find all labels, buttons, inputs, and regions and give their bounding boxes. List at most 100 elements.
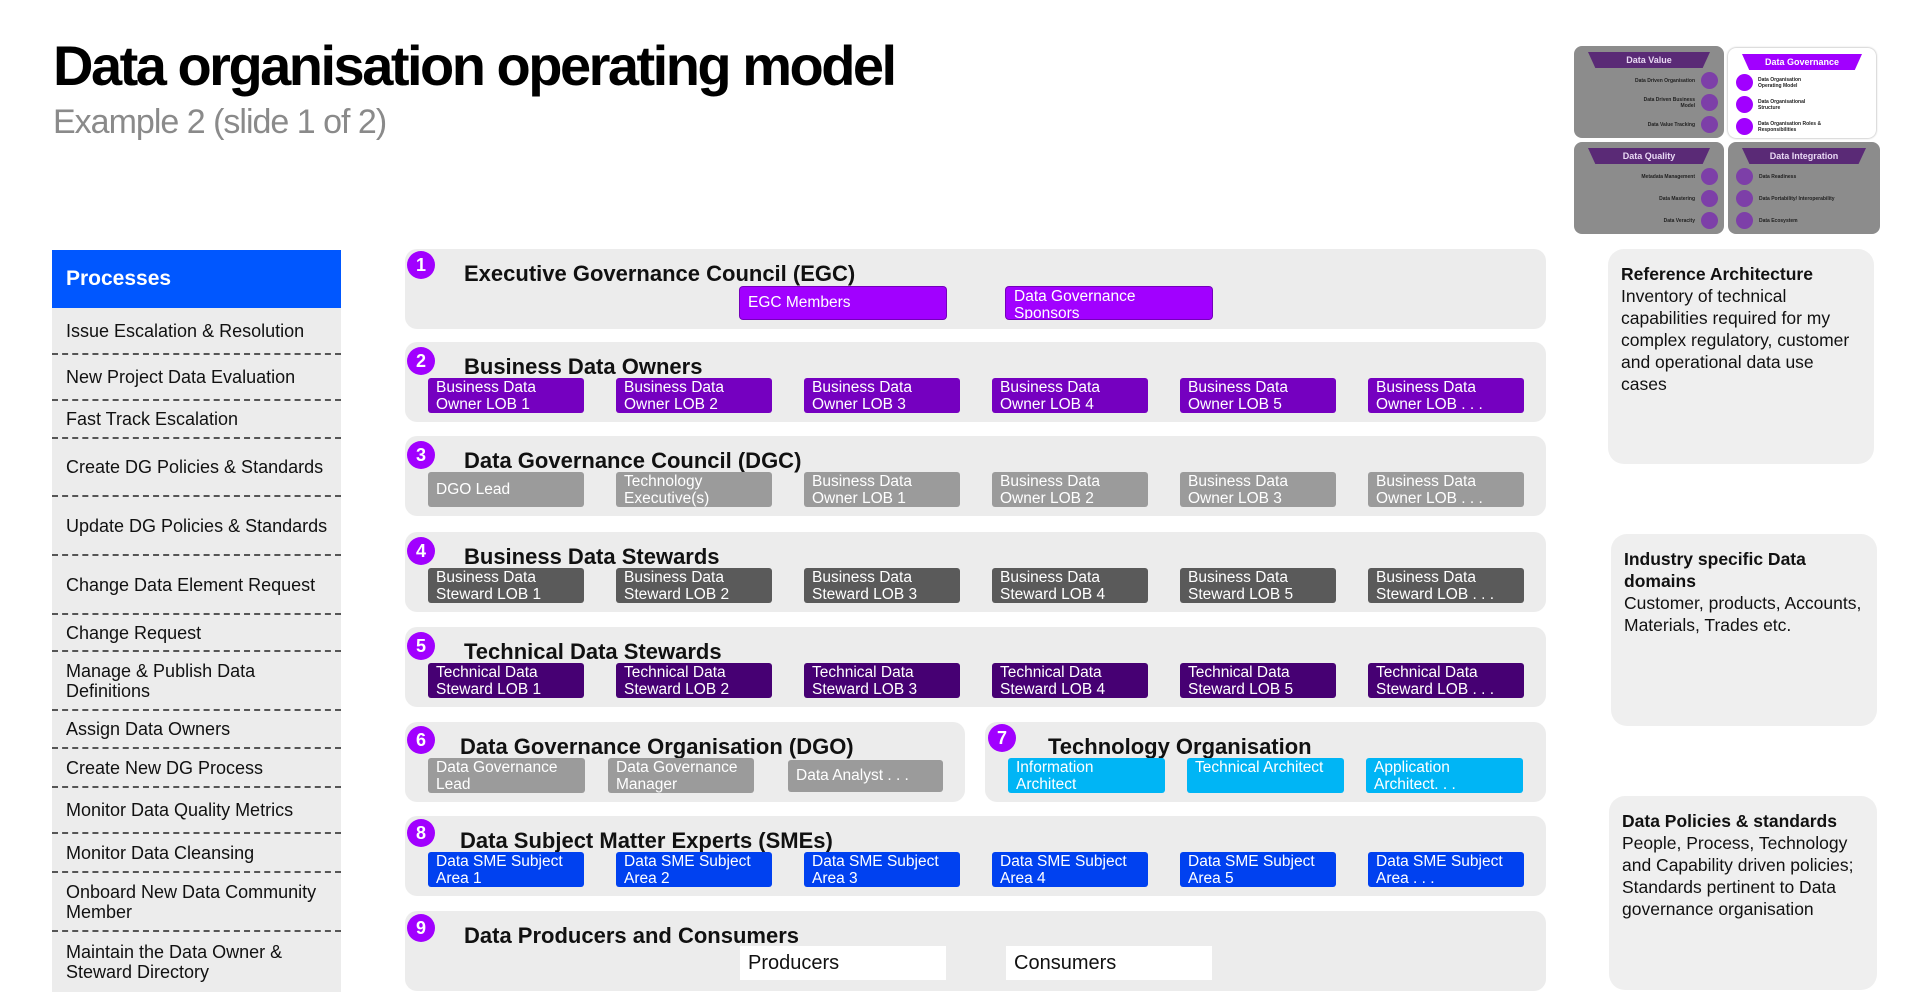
- role-box[interactable]: Business Data Owner LOB 1: [804, 472, 960, 507]
- framework-thumbnail[interactable]: Data Value Data Driven Organisation Data…: [1574, 46, 1884, 234]
- processes-panel: Processes Issue Escalation & Resolution …: [52, 250, 341, 992]
- row-number: 9: [407, 914, 435, 942]
- reference-architecture-card: Reference Architecture Inventory of tech…: [1608, 249, 1874, 464]
- process-item[interactable]: Onboard New Data Community Member: [52, 873, 341, 932]
- thumb-data-integration[interactable]: Data Integration Data Readiness Data Por…: [1728, 142, 1880, 234]
- thumb-item: Data Portability/ Interoperability: [1759, 195, 1835, 202]
- process-item[interactable]: Manage & Publish Data Definitions: [52, 652, 341, 711]
- role-box[interactable]: DGO Lead: [428, 472, 584, 507]
- thumb-item: Data Organisational Structure: [1758, 98, 1806, 111]
- role-box[interactable]: Technical Data Steward LOB 3: [804, 663, 960, 698]
- page-title: Data organisation operating model: [53, 34, 897, 97]
- role-box[interactable]: Information Architect: [1008, 758, 1165, 793]
- role-box[interactable]: Data Analyst . . .: [788, 760, 943, 792]
- operating-model-icon: [1736, 74, 1753, 91]
- interoperability-icon: [1736, 190, 1753, 207]
- role-box[interactable]: Technology Executive(s): [616, 472, 772, 507]
- role-box[interactable]: Business Data Owner LOB 2: [616, 378, 772, 413]
- process-item[interactable]: Fast Track Escalation: [52, 401, 341, 439]
- row-business-data-owners: [405, 342, 1546, 422]
- role-box[interactable]: Business Data Steward LOB 1: [428, 568, 584, 603]
- role-box[interactable]: Business Data Owner LOB . . .: [1368, 378, 1524, 413]
- thumb-item: Data Driven Organisation: [1634, 77, 1695, 84]
- process-item[interactable]: Update DG Policies & Standards: [52, 497, 341, 556]
- row-title: Technical Data Stewards: [464, 639, 722, 664]
- row-title: Data Governance Organisation (DGO): [460, 734, 854, 759]
- ecosystem-icon: [1736, 212, 1753, 229]
- thumb-item: Data Value Tracking: [1647, 121, 1695, 128]
- row-number: 4: [407, 537, 435, 565]
- process-item[interactable]: Issue Escalation & Resolution: [52, 308, 341, 355]
- role-box[interactable]: Business Data Owner LOB 3: [1180, 472, 1336, 507]
- role-box[interactable]: Data SME Subject Area 4: [992, 852, 1148, 887]
- mastering-icon: [1701, 190, 1718, 207]
- role-box[interactable]: Business Data Owner LOB 2: [992, 472, 1148, 507]
- role-box[interactable]: Business Data Owner LOB 4: [992, 378, 1148, 413]
- role-box[interactable]: Technical Data Steward LOB 2: [616, 663, 772, 698]
- row-title: Technology Organisation: [1048, 734, 1312, 759]
- thumb-item: Data Driven Business Model: [1643, 96, 1695, 109]
- row-number: 1: [407, 251, 435, 279]
- metadata-icon: [1701, 168, 1718, 185]
- role-box[interactable]: Business Data Steward LOB 2: [616, 568, 772, 603]
- row-number: 5: [407, 632, 435, 660]
- processes-list: Issue Escalation & Resolution New Projec…: [52, 308, 341, 992]
- role-box[interactable]: Business Data Steward LOB 4: [992, 568, 1148, 603]
- readiness-icon: [1736, 168, 1753, 185]
- role-box[interactable]: Business Data Steward LOB 5: [1180, 568, 1336, 603]
- veracity-icon: [1701, 212, 1718, 229]
- role-box[interactable]: Business Data Owner LOB 3: [804, 378, 960, 413]
- role-box[interactable]: Data SME Subject Area 3: [804, 852, 960, 887]
- role-box[interactable]: Business Data Owner LOB 5: [1180, 378, 1336, 413]
- role-box[interactable]: Application Architect. . .: [1366, 758, 1523, 793]
- role-box[interactable]: Data SME Subject Area . . .: [1368, 852, 1524, 887]
- role-box[interactable]: Business Data Steward LOB 3: [804, 568, 960, 603]
- role-box[interactable]: Data Governance Sponsors: [1006, 287, 1212, 319]
- card-body: Customer, products, Accounts, Materials,…: [1624, 593, 1862, 635]
- process-item[interactable]: Create New DG Process: [52, 749, 341, 788]
- process-item[interactable]: Change Data Element Request: [52, 556, 341, 615]
- thumb-item: Data Ecosystem: [1759, 217, 1798, 224]
- role-box[interactable]: Data SME Subject Area 1: [428, 852, 584, 887]
- role-box[interactable]: Technical Data Steward LOB 1: [428, 663, 584, 698]
- data-policies-card: Data Policies & standards People, Proces…: [1609, 796, 1877, 990]
- tracking-icon: [1701, 116, 1718, 133]
- process-item[interactable]: Maintain the Data Owner & Steward Direct…: [66, 942, 283, 982]
- thumb-item: Data Organisation Roles & Responsibiliti…: [1758, 120, 1822, 133]
- thumb-data-value[interactable]: Data Value Data Driven Organisation Data…: [1574, 46, 1724, 138]
- process-item[interactable]: Assign Data Owners: [52, 711, 341, 749]
- row-title: Data Governance Council (DGC): [464, 448, 802, 473]
- process-item[interactable]: Monitor Data Cleansing: [52, 834, 341, 873]
- processes-heading: Processes: [52, 250, 341, 308]
- card-heading: Reference Architecture: [1621, 264, 1813, 284]
- thumb-item: Metadata Management: [1641, 173, 1695, 180]
- thumb-data-quality[interactable]: Data Quality Metadata Management Data Ma…: [1574, 142, 1724, 234]
- role-box[interactable]: Technical Data Steward LOB . . .: [1368, 663, 1524, 698]
- process-item[interactable]: Monitor Data Quality Metrics: [52, 788, 341, 834]
- process-item[interactable]: New Project Data Evaluation: [52, 355, 341, 401]
- thumb-data-governance-title: Data Governance: [1742, 54, 1862, 70]
- role-box[interactable]: Business Data Owner LOB 1: [428, 378, 584, 413]
- process-item[interactable]: Change Request: [52, 615, 341, 652]
- row-number: 7: [988, 724, 1016, 752]
- role-box[interactable]: Data SME Subject Area 5: [1180, 852, 1336, 887]
- row-number: 6: [407, 726, 435, 754]
- role-box[interactable]: Data SME Subject Area 2: [616, 852, 772, 887]
- thumb-item: Data Veracity: [1663, 217, 1695, 224]
- role-box[interactable]: Business Data Owner LOB . . .: [1368, 472, 1524, 507]
- role-box[interactable]: Business Data Steward LOB . . .: [1368, 568, 1524, 603]
- card-body: Inventory of technical capabilities requ…: [1621, 286, 1850, 394]
- role-box[interactable]: EGC Members: [740, 287, 946, 319]
- producers-box[interactable]: Producers: [740, 946, 946, 980]
- role-box[interactable]: Technical Architect: [1187, 758, 1344, 793]
- role-box[interactable]: Technical Data Steward LOB 4: [992, 663, 1148, 698]
- role-box[interactable]: Data Governance Manager: [608, 758, 754, 793]
- process-item[interactable]: Create DG Policies & Standards: [52, 439, 341, 497]
- thumb-data-integration-title: Data Integration: [1742, 148, 1866, 164]
- row-number: 8: [407, 819, 435, 847]
- role-box[interactable]: Data Governance Lead: [428, 758, 585, 793]
- card-heading: Industry specific Data domains: [1624, 549, 1806, 591]
- thumb-data-governance[interactable]: Data Governance Data Organisation Operat…: [1728, 48, 1876, 138]
- role-box[interactable]: Technical Data Steward LOB 5: [1180, 663, 1336, 698]
- consumers-box[interactable]: Consumers: [1006, 946, 1212, 980]
